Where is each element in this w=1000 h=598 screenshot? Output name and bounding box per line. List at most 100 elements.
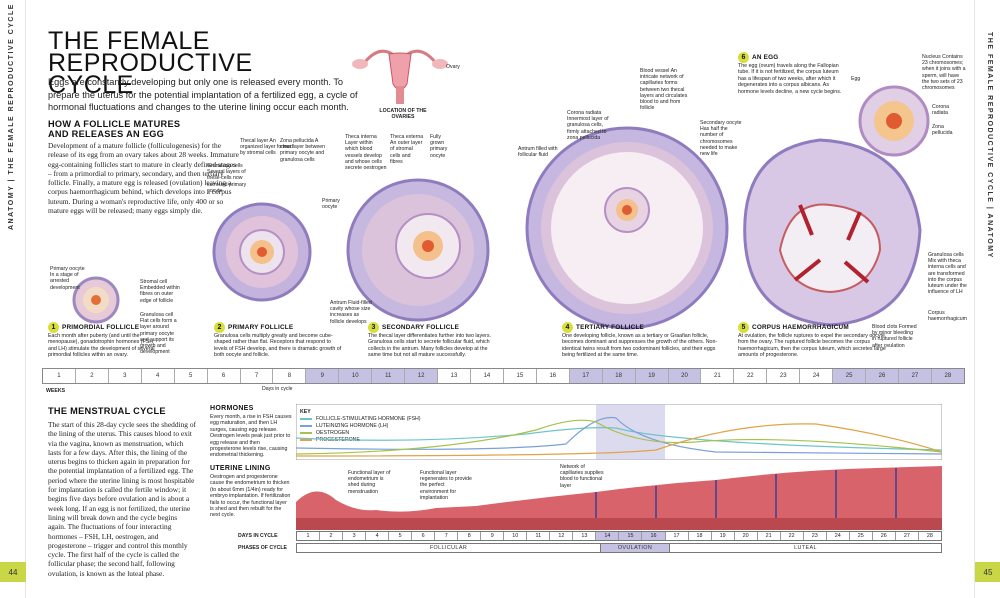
tertiary-follicle: [525, 126, 729, 330]
day-cell: 27: [896, 532, 919, 540]
timeline-cell: 17: [569, 369, 603, 383]
timeline-cell: 21: [701, 369, 735, 383]
timeline-cell: 16: [537, 369, 570, 383]
day-cell: 25: [850, 532, 873, 540]
left-page-number: 44: [0, 562, 26, 582]
stage-number: 2: [214, 322, 225, 333]
day-cell: 26: [873, 532, 896, 540]
day-cell: 14: [596, 532, 620, 540]
timeline-cell: 25: [833, 369, 867, 383]
stage-number: 1: [48, 322, 59, 333]
label-stromal-cell: Stromal cell Embedded within fibres on o…: [140, 279, 180, 304]
left-side-bar: ANATOMY | THE FEMALE REPRODUCTIVE CYCLE …: [0, 0, 26, 598]
stage-text: Granulosa cells multiply greatly and bec…: [214, 333, 342, 359]
uterine-lining-illustration: [296, 462, 942, 530]
day-cell: 17: [666, 532, 689, 540]
days-in-cycle-label: Days in cycle: [262, 386, 293, 392]
legend-text: LUTEINIZING HORMONE (LH): [316, 422, 389, 429]
day-cell: 11: [527, 532, 551, 540]
label-corona-radiata-2: Corona radiata: [932, 104, 950, 117]
day-cell: 8: [458, 532, 482, 540]
day-cell: 5: [389, 532, 413, 540]
primordial-follicle: [72, 276, 120, 324]
timeline-cell: 23: [767, 369, 801, 383]
day-cell: 18: [689, 532, 712, 540]
label-theca-externa: Theca externa An outer layer of stromal …: [390, 134, 424, 165]
label-egg: Egg: [851, 76, 861, 82]
legend-lh: LUTEINIZING HORMONE (LH): [300, 422, 421, 429]
phase-ovulation: OVULATION: [601, 544, 670, 552]
label-corpus-haemorrhagicum: Corpus haemorrhagicum: [928, 310, 967, 323]
menstrual-heading: THE MENSTRUAL CYCLE: [48, 406, 166, 416]
label-granulosa-luteum: Granulosa cells Mix with theca interna c…: [928, 252, 967, 296]
ovaries-location-label: LOCATION OF THE OVARIES: [379, 108, 427, 121]
day-cell: 20: [735, 532, 758, 540]
label-secondary-oocyte: Secondary oocyte Has half the number of …: [700, 120, 742, 158]
legend-text: OESTROGEN: [316, 429, 350, 436]
legend-swatch: [300, 431, 312, 434]
stage-text: One developing follicle, known as a tert…: [562, 333, 718, 359]
day-cell: 7: [435, 532, 459, 540]
stage-title: AN EGG: [752, 54, 779, 62]
timeline-cell: 20: [668, 369, 702, 383]
legend-swatch: [300, 417, 312, 420]
label-fully-grown-oocyte: Fully grown primary oocyte: [430, 134, 448, 159]
callout-regenerates: Functional layer regenerates to provide …: [420, 470, 472, 501]
day-cell: 19: [712, 532, 735, 540]
label-zona-pellucida-2: Zona pellucida: [932, 124, 953, 137]
stage-title: PRIMORDIAL FOLLICLE: [62, 324, 140, 332]
day-cell: 22: [781, 532, 804, 540]
timeline-cell: 18: [602, 369, 636, 383]
day-cell: 15: [619, 532, 643, 540]
stage-number: 4: [562, 322, 573, 333]
days-in-cycle-row-label: DAYS IN CYCLE: [238, 533, 278, 539]
day-cell: 16: [642, 532, 666, 540]
timeline-cell: 6: [208, 369, 241, 383]
timeline-cell: 13: [438, 369, 471, 383]
label-corona-radiata: Corona radiata Innermost layer of granul…: [567, 110, 609, 141]
phases-row: FOLLICULAR OVULATION LUTEAL: [296, 543, 942, 553]
intro-text: Eggs are constantly developing but only …: [48, 77, 358, 113]
label-zona-pellucida: Zona pellucida A clear layer between pri…: [280, 138, 325, 163]
legend-swatch: [300, 424, 312, 427]
day-cell: 4: [366, 532, 390, 540]
legend-text: FOLLICLE-STIMULATING HORMONE (FSH): [316, 415, 421, 422]
timeline-cell: 7: [241, 369, 274, 383]
ovary-label: Ovary: [446, 64, 460, 70]
label-granulosa-cells: Granulosa cells Several layers of these …: [207, 163, 247, 194]
timeline-cell: 10: [339, 369, 373, 383]
stage-text: At ovulation, the follicle ruptures to e…: [738, 333, 886, 359]
day-cell: 9: [481, 532, 505, 540]
day-cell: 2: [320, 532, 344, 540]
timeline-cell: 12: [405, 369, 439, 383]
phase-follicular: FOLLICULAR: [297, 544, 601, 552]
label-primary-oocyte: Primary oocyte In a stage of arrested de…: [50, 266, 85, 291]
timeline-cell: 11: [372, 369, 406, 383]
stage-number: 3: [368, 322, 379, 333]
egg-ovum: [858, 85, 930, 157]
follicle-heading: HOW A FOLLICLE MATURES AND RELEASES AN E…: [48, 119, 181, 139]
timeline-cell: 24: [800, 369, 834, 383]
day-cell: 6: [412, 532, 436, 540]
timeline-cell: 3: [109, 369, 142, 383]
timeline-cell: 9: [306, 369, 340, 383]
day-cell: 24: [827, 532, 850, 540]
primary-follicle: [212, 202, 312, 302]
right-page-number: 45: [975, 562, 1000, 582]
timeline-cell: 8: [273, 369, 307, 383]
label-antrum-filled: Antrum filled with follicular fluid: [518, 146, 558, 159]
timeline-cell: 26: [866, 369, 899, 383]
label-primary-oocyte-2: Primary oocyte: [322, 198, 340, 211]
follicle-body: Development of a mature follicle (follic…: [48, 141, 239, 216]
timeline-cell: 19: [635, 369, 669, 383]
stage-text: The egg (ovum) travels along the Fallopi…: [738, 63, 842, 95]
day-cell: 12: [550, 532, 574, 540]
phase-luteal: LUTEAL: [794, 545, 817, 551]
